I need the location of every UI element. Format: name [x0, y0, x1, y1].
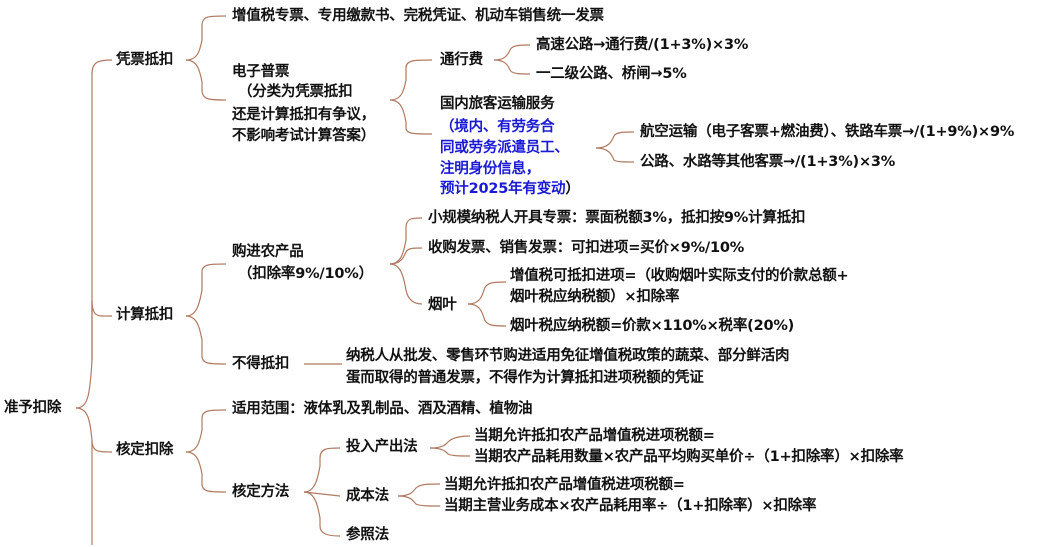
node-io-method: 投入产出法 — [346, 439, 418, 455]
node-cost-formula-1: 当期允许抵扣农产品增值税进项税额= — [444, 477, 685, 493]
node-road-water: 公路、水路等其他客票→/(1+3%)×3% — [640, 154, 896, 170]
node-farm-rate: （扣除率9%/10%） — [238, 266, 373, 282]
node-tobacco: 烟叶 — [428, 297, 457, 313]
node-tobacco-tax: 烟叶税应纳税额=价款×110%×税率(20%) — [510, 318, 795, 334]
node-farm-products: 购进农产品 — [232, 244, 304, 260]
node-verified-deduction: 核定扣除 — [116, 442, 174, 458]
node-calc-deduction: 计算抵扣 — [116, 307, 174, 323]
node-e-invoice-note-2: 还是计算抵扣有争议， — [232, 107, 375, 123]
node-passenger-note-2: 同或劳务派遣员工、 — [440, 140, 569, 156]
root-node: 准予扣除 — [4, 400, 62, 416]
node-passenger-note-4: 预计2025年有变动） — [440, 180, 580, 199]
node-toll-highway: 高速公路→通行费/(1+3%)×3% — [536, 37, 749, 53]
node-e-invoice: 电子普票 — [232, 64, 290, 80]
node-scope: 适用范围：液体乳及乳制品、酒及酒精、植物油 — [232, 401, 533, 417]
node-no-deduct-text-2: 蛋而取得的普通发票，不得作为计算抵扣进项税额的凭证 — [346, 370, 704, 386]
node-passenger-note-1: （境内、有劳务合 — [440, 119, 555, 135]
node-air-rail: 航空运输（电子客票+燃油费）、铁路车票→/(1+9%)×9% — [640, 124, 1015, 140]
node-methods: 核定方法 — [232, 484, 290, 500]
node-ref-method: 参照法 — [346, 527, 389, 543]
node-no-deduct-text-1: 纳税人从批发、零售环节购进适用免征增值税政策的蔬菜、部分鲜活肉 — [346, 348, 790, 364]
node-tobacco-input-2: 烟叶税应纳税额）×扣除率 — [510, 289, 680, 305]
node-purchase-invoice: 收购发票、销售发票：可扣进项=买价×9%/10% — [428, 240, 745, 256]
node-passenger-note-3: 注明身份信息， — [440, 161, 541, 177]
node-io-formula-1: 当期允许抵扣农产品增值税进项税额= — [474, 428, 715, 444]
node-e-invoice-note-3: 不影响考试计算答案） — [232, 128, 375, 144]
node-e-invoice-note-1: （分类为凭票抵扣 — [238, 84, 353, 100]
node-passenger-note-4-text: 预计2025年有变动 — [440, 181, 566, 197]
node-toll: 通行费 — [440, 52, 483, 68]
node-cost-method: 成本法 — [346, 488, 389, 504]
node-passenger-transport: 国内旅客运输服务 — [440, 96, 555, 112]
node-passenger-note-4-close: ） — [565, 181, 580, 197]
node-toll-class12: 一二级公路、桥闸→5% — [536, 66, 687, 82]
node-tobacco-input-1: 增值税可抵扣进项=（收购烟叶实际支付的价款总额+ — [510, 268, 849, 284]
node-io-formula-2: 当期农产品耗用数量×农产品平均购买单价÷（1+扣除率）×扣除率 — [474, 449, 904, 465]
node-special-invoices: 增值税专票、专用缴款书、完税凭证、机动车销售统一发票 — [232, 8, 604, 24]
node-cost-formula-2: 当期主营业务成本×农产品耗用率÷（1+扣除率）×扣除率 — [444, 498, 817, 514]
node-voucher-deduction: 凭票抵扣 — [116, 52, 174, 68]
node-small-taxpayer: 小规模纳税人开具专票：票面税额3%，抵扣按9%计算抵扣 — [428, 210, 806, 226]
node-no-deduct: 不得抵扣 — [232, 356, 290, 372]
